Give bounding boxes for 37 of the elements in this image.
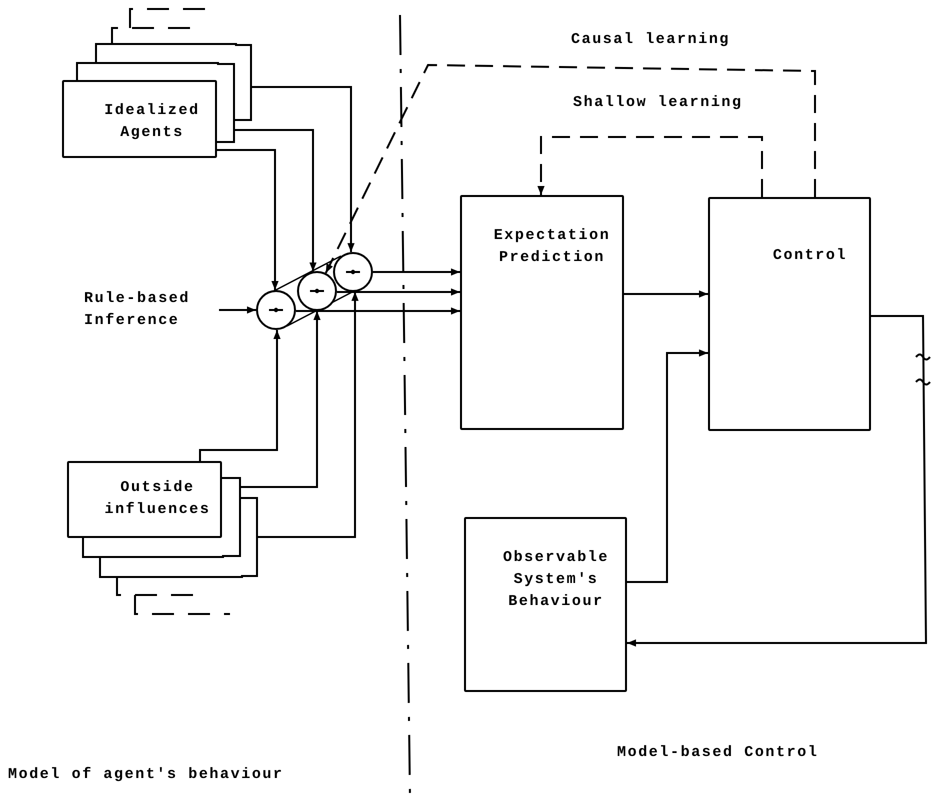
arrow — [241, 311, 321, 488]
summing-circle — [256, 290, 296, 330]
arrow — [537, 136, 763, 197]
edge-label: Shallow learning — [573, 94, 743, 112]
arrow — [624, 290, 708, 298]
arrow — [235, 129, 317, 272]
arrow — [373, 268, 460, 276]
stacked-box — [217, 63, 235, 143]
process-box — [67, 461, 222, 538]
arrow — [252, 86, 355, 252]
process-box — [708, 197, 871, 431]
arrow — [627, 315, 927, 647]
arrow — [324, 64, 816, 274]
section-label: Model of agent's behaviour — [8, 766, 284, 784]
process-box — [464, 517, 627, 692]
summing-circle — [333, 252, 373, 292]
stacked-box — [235, 44, 252, 121]
box-label: Control — [772, 246, 848, 266]
arrow — [258, 292, 359, 538]
arrow — [217, 149, 279, 290]
edge-label: Causal learning — [571, 31, 730, 49]
stacked-box — [222, 477, 241, 557]
arrow — [199, 330, 281, 461]
summing-circle — [297, 271, 337, 311]
arrow — [296, 307, 460, 315]
arrow — [627, 349, 708, 583]
section-label: Model-based Control — [617, 744, 818, 762]
node-label: Rule-based Inference — [84, 288, 219, 334]
arrow — [337, 288, 460, 296]
box-label: Observable System's Behaviour — [502, 548, 610, 612]
arrow — [219, 306, 256, 314]
box-label: Idealized Agents — [103, 101, 201, 143]
box-label: Outside influences — [103, 478, 212, 520]
box-label: Expectation Prediction — [492, 226, 612, 268]
stacked-box — [241, 497, 258, 577]
process-box — [62, 80, 217, 158]
process-box — [460, 195, 624, 430]
